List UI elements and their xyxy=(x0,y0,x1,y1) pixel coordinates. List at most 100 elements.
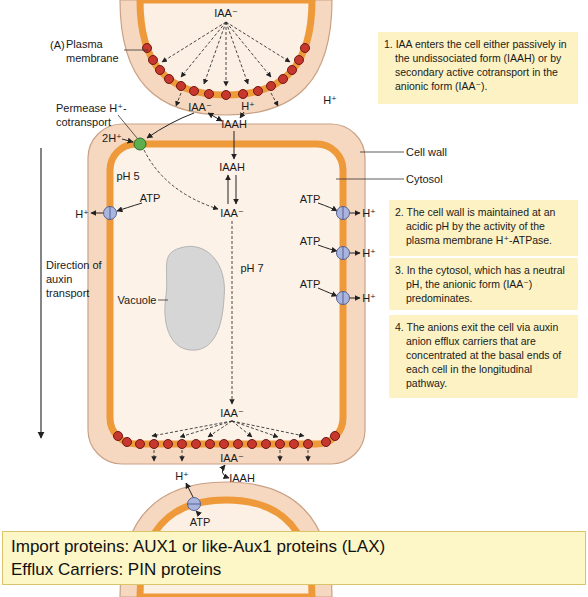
dashed-arrow xyxy=(280,450,281,461)
note-box: 3. In the cytosol, which has a neutral p… xyxy=(389,258,578,310)
efflux-carriers xyxy=(114,432,340,449)
atp-arrow xyxy=(318,288,337,296)
leader-line xyxy=(124,50,148,51)
dashed-arrow xyxy=(154,450,155,461)
leader-line xyxy=(336,179,404,180)
efflux-carrier xyxy=(150,440,159,449)
proton-arrow xyxy=(350,298,360,299)
diffusion-arrows xyxy=(162,22,290,106)
uptake-arrow xyxy=(122,139,133,142)
ion-label: H⁺ xyxy=(362,291,376,305)
uptake-arrow xyxy=(147,113,194,138)
plasma-membrane xyxy=(140,0,312,95)
proton-arrow xyxy=(350,213,360,214)
proton-arrow xyxy=(91,213,103,214)
dashed-arrow xyxy=(204,22,226,84)
efflux-carrier xyxy=(262,440,271,449)
dashed-arrow xyxy=(226,22,290,62)
leader-line xyxy=(360,152,404,153)
panel-letter: (A) xyxy=(50,38,65,52)
efflux-carrier xyxy=(165,75,174,84)
efflux-carrier xyxy=(206,440,215,449)
info-band: Import proteins: AUX1 or like-Aux1 prote… xyxy=(2,531,586,585)
ion-label: H⁺ xyxy=(362,246,376,260)
band-text: Efflux Carriers: PIN proteins xyxy=(11,558,577,581)
efflux-carrier xyxy=(290,440,299,449)
atpase-channel xyxy=(343,247,344,259)
ion-label: H⁺ xyxy=(362,206,376,220)
note-text: 2. The cell wall is maintained at an aci… xyxy=(406,205,571,247)
dashed-arrow xyxy=(232,421,278,437)
ion-label: H⁺ xyxy=(323,93,337,107)
structure-label: Plasma membrane xyxy=(66,37,126,65)
efflux-carrier xyxy=(304,440,313,449)
efflux-carrier xyxy=(331,432,340,441)
note-text: 1. IAA enters the cell either passively … xyxy=(395,37,571,93)
permease xyxy=(134,138,146,150)
efflux-carrier xyxy=(254,87,263,96)
dashed-arrow xyxy=(162,22,226,62)
atp-arrow xyxy=(117,203,142,211)
note-box: 1. IAA enters the cell either passively … xyxy=(378,32,578,104)
dashed-arrow xyxy=(182,450,183,461)
equilibrium-arrow xyxy=(222,465,229,478)
proton-pumps xyxy=(104,207,350,305)
molecule-label: IAAH xyxy=(221,117,247,131)
efflux-carrier xyxy=(239,90,248,99)
structure-label: Cell wall xyxy=(406,145,447,159)
cell-wall xyxy=(120,0,332,115)
efflux-carrier xyxy=(220,440,229,449)
leader-lines xyxy=(118,50,404,300)
ion-label: H⁺ xyxy=(175,469,189,483)
efflux-carrier xyxy=(190,87,199,96)
atp-arrow xyxy=(318,245,337,251)
efflux-carrier xyxy=(123,438,132,447)
cell-wall xyxy=(88,124,365,464)
leader-line xyxy=(158,300,168,301)
dashed-arrow xyxy=(208,421,232,437)
dashed-arrow xyxy=(181,22,226,77)
energy-label: ATP xyxy=(300,234,321,248)
equilibrium-arrow xyxy=(208,113,222,121)
band-text: Import proteins: AUX1 or like-Aux1 prote… xyxy=(11,535,577,558)
efflux-carrier xyxy=(276,440,285,449)
note-text: 3. In the cytosol, which has a neutral p… xyxy=(406,263,571,305)
energy-label: ATP xyxy=(190,515,211,529)
direction-arrow xyxy=(40,148,41,438)
efflux-carrier xyxy=(136,440,145,449)
ph-label: pH 7 xyxy=(240,261,263,275)
ion-label: H⁺ xyxy=(241,99,255,113)
efflux-carrier xyxy=(288,66,297,75)
ph-label: pH 5 xyxy=(116,169,139,183)
structure-label: Cytosol xyxy=(406,172,443,186)
efflux-carrier xyxy=(149,56,158,65)
efflux-carrier xyxy=(279,75,288,84)
reaction-arrows xyxy=(186,483,199,515)
axis-label: Direction of auxin transport xyxy=(46,258,102,300)
energy-label: ATP xyxy=(300,192,321,206)
efflux-carrier xyxy=(178,440,187,449)
molecule-label: IAA⁻ xyxy=(188,100,212,114)
structure-label: Vacuole xyxy=(118,293,157,307)
plasma-membrane xyxy=(110,144,343,444)
note-box: 4. The anions exit the cell via auxin an… xyxy=(389,315,578,398)
structure-label: Permease H⁺-cotransport xyxy=(56,101,136,129)
atpase-symbol xyxy=(188,498,201,511)
atpase-symbol xyxy=(337,292,350,305)
atpase-channel xyxy=(343,292,344,304)
energy-label: ATP xyxy=(140,191,161,205)
atp-arrow xyxy=(196,511,199,515)
note-box: 2. The cell wall is maintained at an aci… xyxy=(389,200,578,256)
dashed-arrow xyxy=(180,421,232,437)
efflux-carrier xyxy=(295,56,304,65)
dashed-arrow xyxy=(226,22,227,86)
molecule-label: IAA⁻ xyxy=(220,206,244,220)
diffusion-arrows xyxy=(144,150,308,461)
atpase-symbol xyxy=(337,247,350,260)
vacuole xyxy=(165,246,225,350)
permease-symbol xyxy=(134,138,146,150)
efflux-carrier xyxy=(267,82,276,91)
dashed-arrow xyxy=(232,221,233,404)
molecule-label: IAA⁻ xyxy=(220,451,244,465)
